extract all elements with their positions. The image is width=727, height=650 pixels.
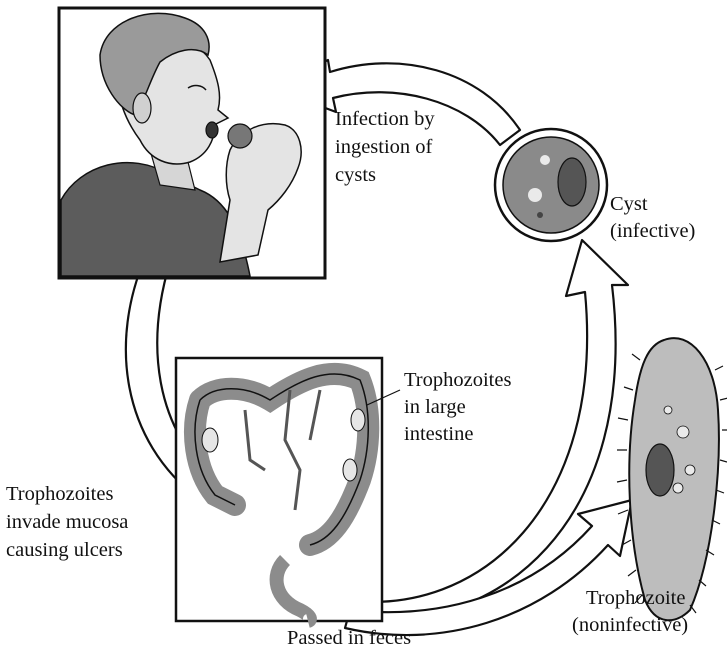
label-trophozoites-intestine-line-1: Trophozoites: [404, 369, 511, 391]
label-infection-line-3: cysts: [335, 164, 376, 186]
label-infection-line-2: ingestion of: [335, 136, 433, 158]
label-trophozoites-intestine-line-3: intestine: [404, 423, 473, 445]
label-trophozoites-intestine: Trophozoites in large intestine: [404, 369, 517, 445]
label-invade-line-2: invade mucosa: [6, 511, 128, 533]
label-passed-in-feces: Passed in feces: [287, 627, 411, 649]
label-trophozoites-intestine-line-2: in large: [404, 396, 466, 418]
label-invade-line-3: causing ulcers: [6, 539, 123, 561]
label-cyst: Cyst (infective): [610, 193, 695, 242]
label-infection: Infection by ingestion of cysts: [335, 108, 440, 186]
label-cyst-line-1: Cyst: [610, 193, 648, 215]
cyst-cell: [495, 129, 607, 241]
person-panel: [59, 8, 325, 278]
label-invade-mucosa: Trophozoites invade mucosa causing ulcer…: [6, 483, 134, 561]
trophozoite-cell: [617, 338, 727, 620]
label-invade-line-1: Trophozoites: [6, 483, 113, 505]
label-cyst-line-2: (infective): [610, 220, 695, 242]
label-infection-line-1: Infection by: [335, 108, 435, 130]
intestine-panel: [176, 358, 382, 621]
label-trophozoite-line-1: Trophozoite: [586, 587, 685, 609]
label-trophozoite-line-2: (noninfective): [572, 614, 688, 636]
